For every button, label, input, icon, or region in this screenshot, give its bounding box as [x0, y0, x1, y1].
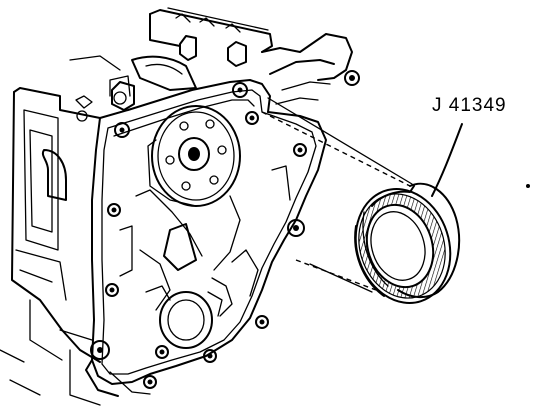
cylinder-head [111, 7, 360, 111]
crankshaft-opening [145, 285, 223, 349]
tool-part-number-label: J 41349 [432, 95, 507, 116]
front-cover [59, 79, 327, 397]
stray-dot [526, 184, 530, 188]
engine-block [0, 55, 131, 406]
water-pump-pulley [147, 105, 241, 207]
callout-leader [431, 123, 463, 197]
seal-installer-tool [354, 182, 461, 304]
bolt-bosses [90, 82, 307, 389]
alignment-lines [261, 97, 413, 293]
